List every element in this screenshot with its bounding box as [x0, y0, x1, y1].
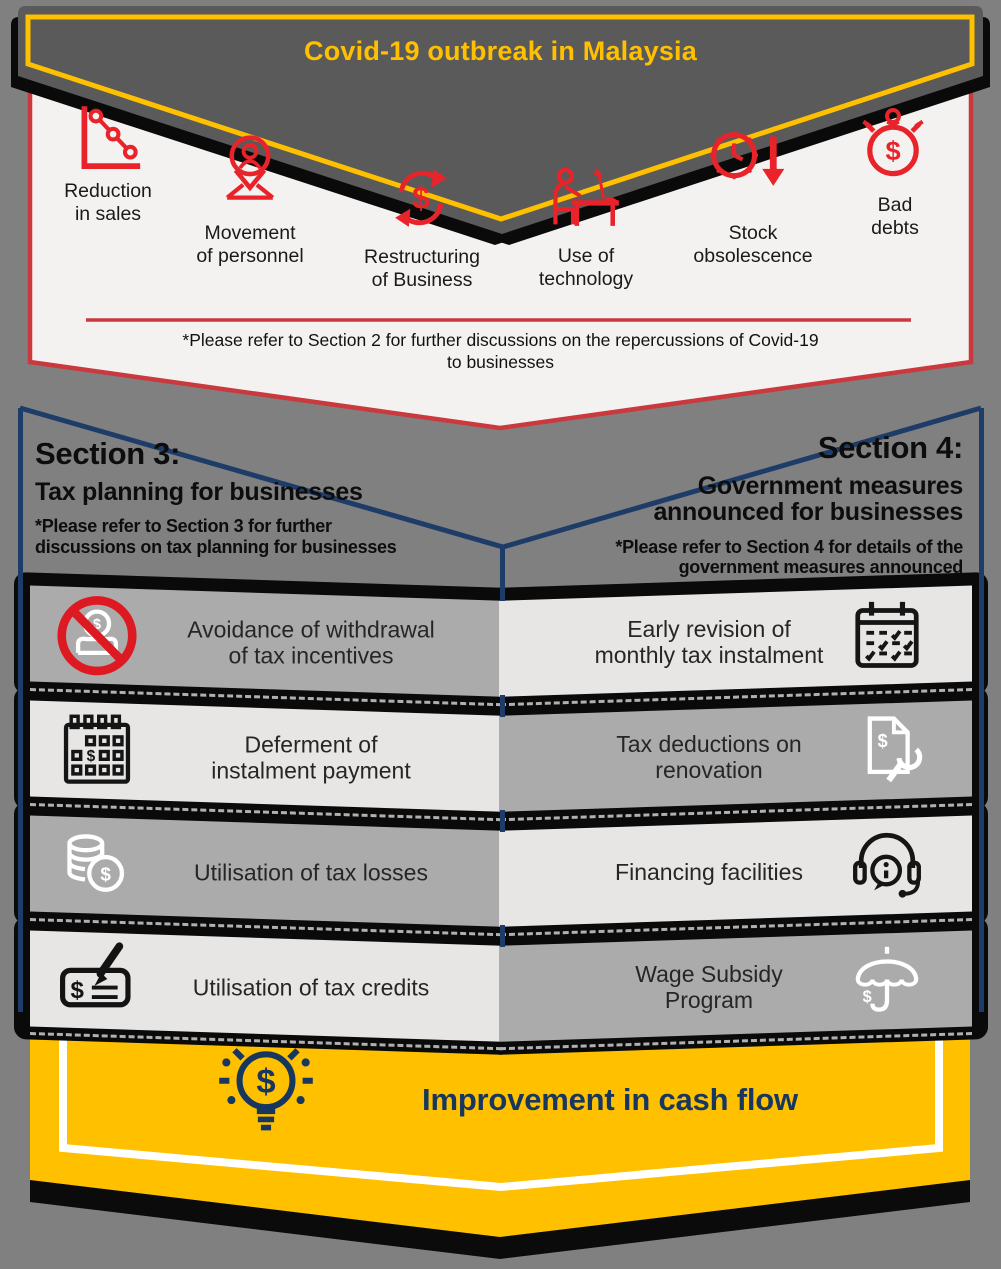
cycle-dollar-icon: $: [383, 160, 459, 241]
svg-text:$: $: [885, 135, 900, 166]
svg-text:$: $: [863, 988, 872, 1006]
section4-header: Section 4: Government measures announced…: [500, 430, 963, 578]
svg-text:$: $: [93, 617, 101, 633]
svg-text:$: $: [87, 748, 96, 765]
section4-note: *Please refer to Section 4 for details o…: [615, 536, 963, 578]
umbrella-dollar-icon: $: [844, 938, 930, 1024]
coins-dollar-icon: $: [54, 823, 140, 909]
headset-info-icon: [844, 823, 930, 909]
navy-center-line: [500, 810, 505, 832]
navy-center-line: [500, 695, 505, 717]
cheque-pen-icon: $: [54, 938, 140, 1024]
clock-down-arrow-icon: [705, 128, 799, 213]
banner-title: Covid-19 outbreak in Malaysia: [304, 36, 697, 66]
section4-title: Section 4:: [817, 430, 963, 465]
navy-left-line: [18, 408, 23, 1012]
stopwatch-dollar-icon: $: [853, 104, 933, 189]
svg-text:$: $: [878, 731, 888, 751]
person-desk-icon: [544, 160, 628, 241]
navy-center-line: [500, 546, 505, 601]
location-person-icon: [212, 130, 288, 211]
calendar-dollar-icon: $: [54, 708, 140, 794]
ribbon-label: Utilisation of tax losses: [194, 859, 428, 886]
svg-text:$: $: [71, 977, 85, 1004]
svg-text:$: $: [256, 1063, 275, 1101]
svg-text:$: $: [412, 180, 430, 216]
panel-footnote: *Please refer to Section 2 for further d…: [182, 330, 819, 372]
ribbon-tax-credits: $ Utilisation of tax credits: [14, 917, 502, 1055]
navy-center-line: [500, 925, 505, 947]
bulb-dollar-icon: $: [210, 1036, 322, 1159]
section4-subtitle: Government measures announced for busine…: [653, 472, 963, 527]
section3-subtitle: Tax planning for businesses: [35, 478, 363, 506]
ribbon-label: Utilisation of tax credits: [192, 974, 430, 1001]
svg-text:$: $: [100, 864, 111, 885]
section3-header: Section 3: Tax planning for businesses *…: [35, 436, 485, 558]
ribbon-label: Financing facilities: [615, 859, 803, 886]
banner-yellow-border: [25, 14, 975, 222]
footer-label: Improvement in cash flow: [422, 1082, 798, 1117]
ribbon-tax-losses: $ Utilisation of tax losses: [14, 802, 502, 940]
footer-chevron: [30, 1022, 970, 1237]
invoice-wrench-icon: $: [844, 708, 930, 794]
footer-white-border: [59, 1026, 943, 1192]
section3-title: Section 3:: [35, 436, 181, 471]
top-banner: [18, 6, 983, 234]
declining-chart-icon: [68, 98, 150, 181]
ribbon-financing: Financing facilities: [499, 802, 988, 940]
section3-note: *Please refer to Section 3 for further d…: [35, 516, 397, 557]
navy-right-line: [979, 408, 984, 1012]
calendar-checklist-icon: [844, 593, 930, 679]
no-withdrawal-icon: $: [54, 593, 140, 679]
